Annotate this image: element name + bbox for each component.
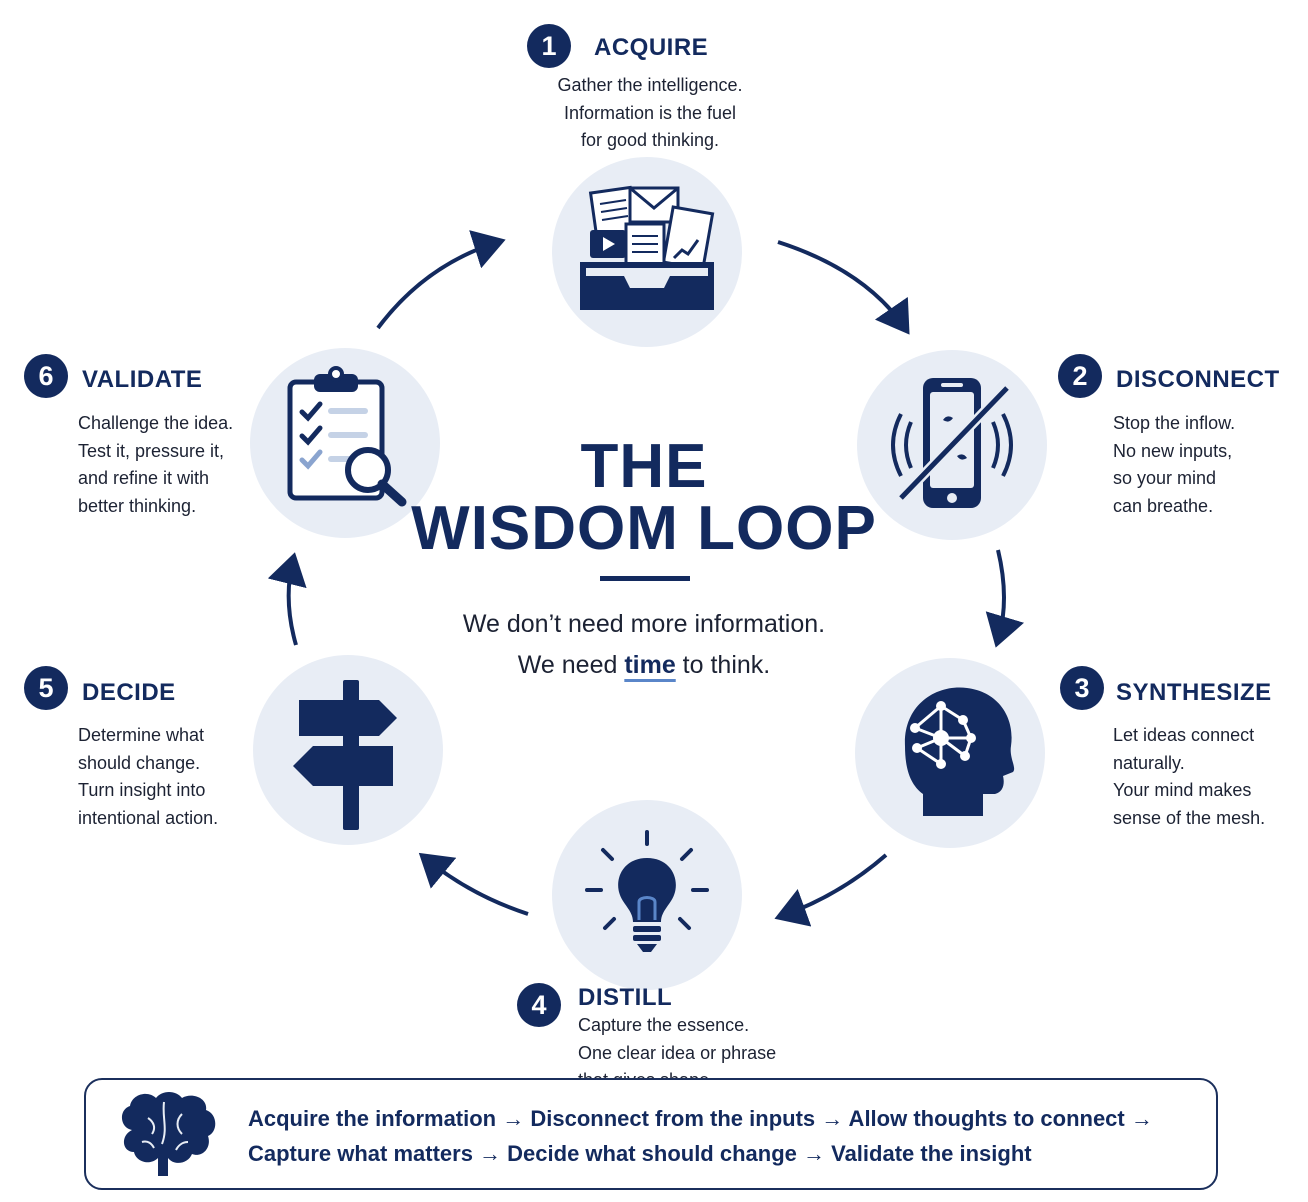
signpost-icon [293,680,397,830]
summary-line-2: Capture what matters → Decide what shoul… [248,1141,1032,1166]
lightbulb-icon [585,830,709,952]
arrow-decide-to-validate [267,552,307,646]
step-1-badge: 1 [527,24,571,68]
step-4-badge: 4 [517,983,561,1027]
step-6-description: Challenge the idea.Test it, pressure it,… [78,413,234,516]
tagline-line-1: We don’t need more information. [462,610,826,638]
step-5-badge: 5 [24,666,68,710]
step-3-badge: 3 [1060,666,1104,710]
step-6-title: VALIDATE [82,366,203,393]
step-1-description: Gather the intelligence.Information is t… [557,75,743,150]
arrow-synthesize-to-distill [774,853,888,927]
title-divider [600,576,690,581]
phone-off-icon [891,378,1013,508]
step-1-title: ACQUIRE [594,34,709,61]
summary-line-1: Acquire the information → Disconnect fro… [248,1106,1153,1131]
tagline-highlight: time [624,651,676,679]
tagline-pre: We need [517,651,625,679]
inbox-documents-icon [580,185,715,310]
tagline-post: to think. [675,651,771,679]
title-line-2: WISDOM LOOP [411,494,877,563]
arrow-disconnect-to-synthesize [985,549,1025,648]
clipboard-magnifier-icon [287,366,407,507]
arrow-acquire-to-disconnect [777,240,910,335]
step-3-title: SYNTHESIZE [1116,679,1272,706]
step-5-title: DECIDE [82,679,176,706]
step-2-title: DISCONNECT [1116,366,1280,393]
title-line-1: THE [580,432,708,501]
step-6-badge: 6 [24,354,68,398]
brain-icon [121,1092,216,1176]
tagline-line-2: We need time to think. [394,651,894,680]
summary-box [84,1078,1218,1190]
step-2-description: Stop the inflow.No new inputs,so your mi… [1113,413,1236,516]
step-2-badge: 2 [1058,354,1102,398]
arrow-distill-to-decide [418,852,529,916]
arrow-validate-to-acquire [376,230,506,330]
step-4-title: DISTILL [578,984,673,1011]
head-network-icon [904,687,1015,816]
